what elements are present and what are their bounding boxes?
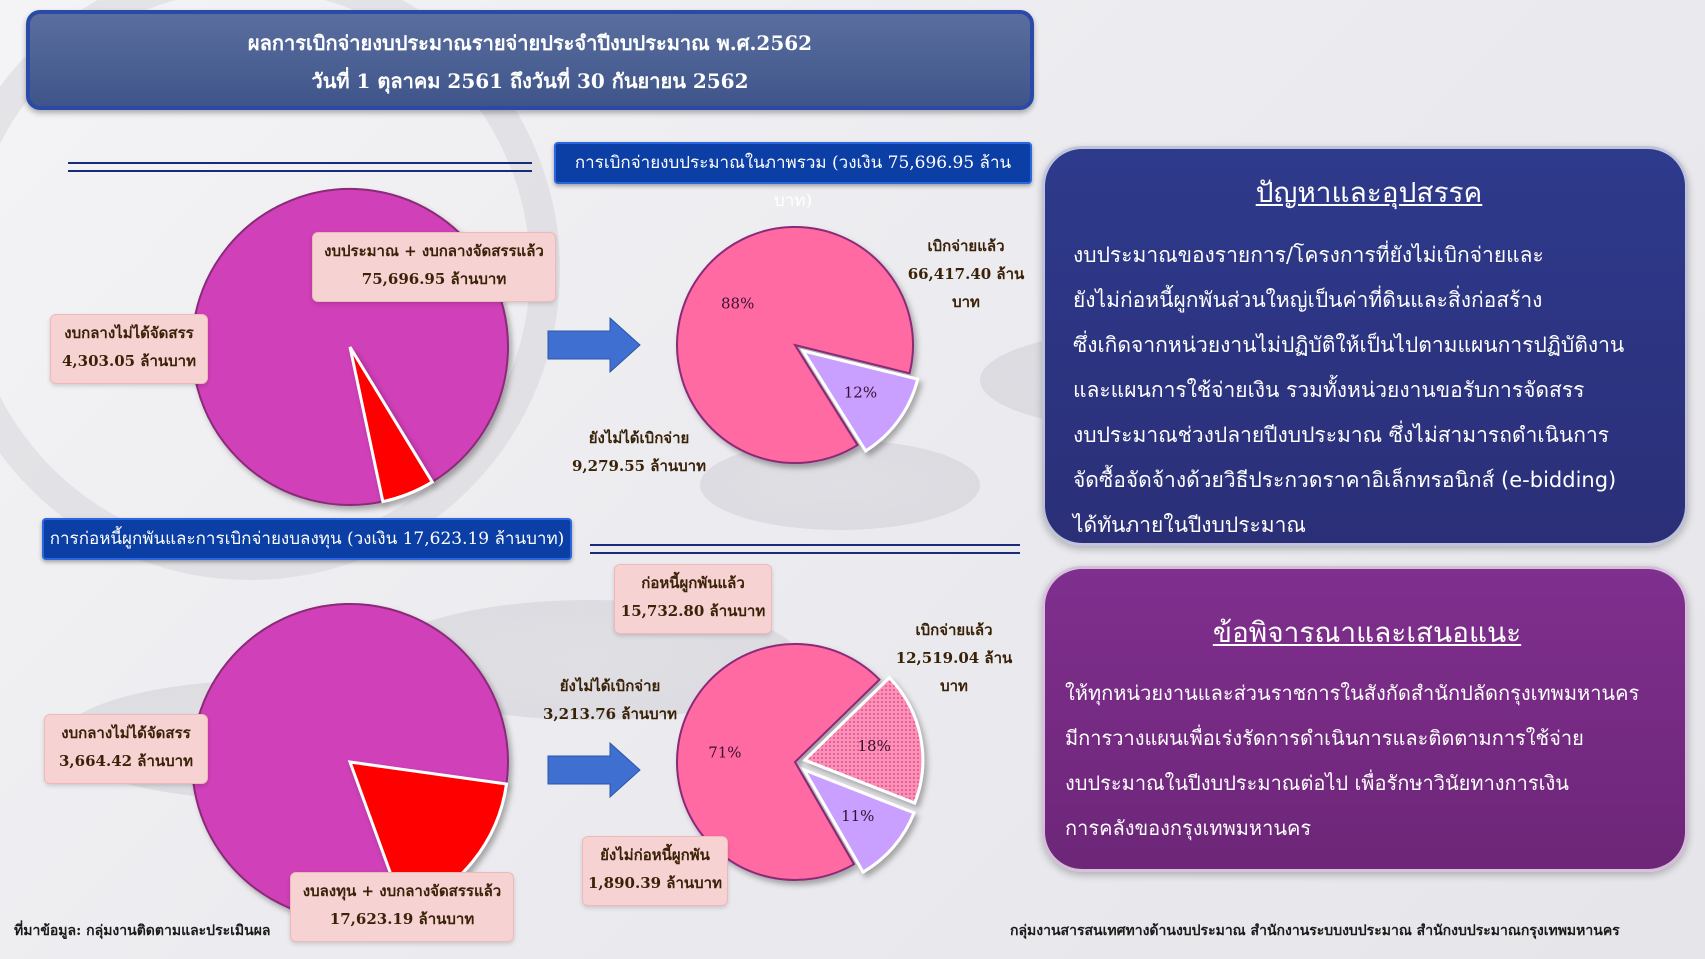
- pie1-slice-2: [348, 346, 435, 504]
- problems-panel: ปัญหาและอุปสรรค งบประมาณของรายการ/โครงกา…: [1042, 146, 1688, 546]
- recommendations-panel: ข้อพิจารณาและเสนอแนะ ให้ทุกหน่วยงานและส่…: [1042, 566, 1688, 872]
- not-committed-label: ยังไม่ก่อหนี้ผูกพัน 1,890.39 ล้านบาท: [582, 836, 728, 906]
- recommendations-text: ให้ทุกหน่วยงานและส่วนราชการในสังกัดสำนัก…: [1065, 681, 1640, 840]
- page-title: ผลการเบิกจ่ายงบประมาณรายจ่ายประจำปีงบประ…: [26, 10, 1034, 110]
- divider-rule: [590, 544, 1020, 554]
- unallocated-central-label: งบกลางไม่ได้จัดสรร 4,303.05 ล้านบาท: [50, 314, 208, 384]
- committed-label: ก่อหนี้ผูกพันแล้ว 15,732.80 ล้านบาท: [614, 564, 772, 634]
- pie4-pct-label-2: 18%: [858, 737, 891, 755]
- section1-title: การเบิกจ่ายงบประมาณในภาพรวม (วงเงิน 75,6…: [554, 142, 1032, 211]
- allocated-budget-label: งบประมาณ + งบกลางจัดสรรแล้ว 75,696.95 ล้…: [312, 232, 556, 302]
- title-line-1: ผลการเบิกจ่ายงบประมาณรายจ่ายประจำปีงบประ…: [247, 31, 813, 55]
- not-disbursed-label: ยังไม่ได้เบิกจ่าย 3,213.76 ล้านบาท: [543, 677, 677, 723]
- arrow-right-icon: [547, 741, 641, 799]
- problems-title: ปัญหาและอุปสรรค: [1255, 176, 1483, 209]
- pie4-slice-3: [800, 766, 916, 875]
- arrow-right-icon: [547, 316, 641, 374]
- pie4-slice-1: [676, 643, 881, 881]
- unallocated-central-label: งบกลางไม่ได้จัดสรร 3,664.42 ล้านบาท: [44, 714, 208, 784]
- disbursed-label: เบิกจ่ายแล้ว 12,519.04 ล้านบาท: [895, 621, 1013, 695]
- section2-title: การก่อหนี้ผูกพันและการเบิกจ่ายงบลงทุน (ว…: [42, 518, 572, 560]
- data-source: ที่มาข้อมูล: กลุ่มงานติดตามและประเมินผล: [14, 923, 271, 939]
- pie4-slice-2: [802, 675, 925, 805]
- allocated-investment-label: งบลงทุน + งบกลางจัดสรรแล้ว 17,623.19 ล้า…: [290, 872, 514, 942]
- pie4-pct-label-3: 11%: [841, 807, 874, 825]
- recommendations-title: ข้อพิจารณาและเสนอแนะ: [1212, 616, 1522, 649]
- pie2-slice-1: [676, 226, 914, 464]
- problems-text: งบประมาณของรายการ/โครงการที่ยังไม่เบิกจ่…: [1073, 243, 1625, 537]
- pie2-pct-label-2: 12%: [844, 383, 877, 401]
- pie2-slice-2: [799, 348, 920, 454]
- title-line-2: วันที่ 1 ตุลาคม 2561 ถึงวันที่ 30 กันยาย…: [311, 69, 749, 93]
- pie4-pct-label-1: 71%: [708, 743, 741, 761]
- not-disbursed-label: ยังไม่ได้เบิกจ่าย 9,279.55 ล้านบาท: [572, 429, 706, 475]
- disbursed-label: เบิกจ่ายแล้ว 66,417.40 ล้านบาท: [907, 237, 1025, 311]
- organization-credit: กลุ่มงานสารสนเทศทางด้านงบประมาณ สำนักงาน…: [1010, 923, 1620, 939]
- charts-canvas: 88% 12% 71% 18% 11%: [191, 188, 925, 921]
- pie2-pct-label-1: 88%: [721, 294, 754, 312]
- divider-rule: [68, 162, 532, 172]
